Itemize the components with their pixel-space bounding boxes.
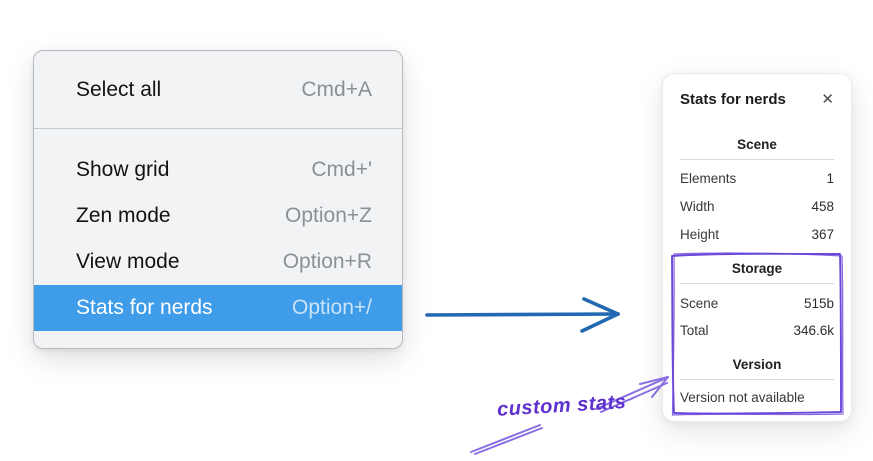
section-heading-storage: Storage [731,261,783,276]
stat-value: 346.6k [793,323,834,338]
menu-section: Show grid Cmd+' Zen mode Option+Z View m… [34,129,402,331]
menu-item-label: Select all [76,77,162,101]
stat-label: Width [680,198,715,214]
scene-rows: Elements 1 Width 458 Height 367 [680,164,834,248]
stat-label: Total [680,323,709,338]
stat-value: 515b [803,296,834,311]
stat-label: Height [680,226,720,242]
annotation-label: custom stats [496,391,627,421]
stat-row-total-size: Total 346.6k [680,317,834,344]
menu-item-shortcut: Option+Z [285,204,372,227]
menu-item-select-all[interactable]: Select all Cmd+A [34,51,402,128]
arrow-right-icon [425,297,620,333]
section-heading-version: Version [732,357,782,372]
stat-row-height: Height 367 [680,220,834,248]
stats-panel-header: Stats for nerds ✕ [680,88,834,110]
menu-item-label: Zen mode [76,204,171,227]
menu-item-label: View mode [76,250,180,273]
stat-value: 458 [811,198,834,214]
stat-label: Elements [680,170,737,186]
stats-panel: Stats for nerds ✕ Scene Elements 1 Width… [662,73,852,422]
stat-value: 367 [811,226,834,242]
stat-value: 1 [826,170,834,186]
menu-item-label: Stats for nerds [76,296,213,319]
stat-label: Scene [680,296,719,311]
menu-item-show-grid[interactable]: Show grid Cmd+' [34,147,402,193]
stat-row-width: Width 458 [680,192,834,220]
menu-item-shortcut: Option+R [282,250,372,273]
menu-item-zen-mode[interactable]: Zen mode Option+Z [34,193,402,239]
menu-item-shortcut: Cmd+A [301,77,372,101]
menu-item-stats-for-nerds[interactable]: Stats for nerds Option+/ [34,285,402,331]
menu-item-shortcut: Cmd+' [311,158,372,181]
menu-item-shortcut: Option+/ [292,296,372,319]
version-note: Version not available [680,390,805,405]
section-divider [680,283,834,284]
menu-item-view-mode[interactable]: View mode Option+R [34,239,402,285]
stat-row-scene-size: Scene 515b [680,290,834,317]
menu-divider [34,128,402,129]
section-divider [680,159,834,160]
stats-panel-title: Stats for nerds [680,90,786,108]
close-icon[interactable]: ✕ [821,90,834,108]
stat-row-elements: Elements 1 [680,164,834,192]
menu-item-label: Show grid [76,158,170,181]
storage-rows: Scene 515b Total 346.6k [680,290,834,344]
context-menu: Select all Cmd+A Show grid Cmd+' Zen mod… [33,50,403,349]
section-heading-scene: Scene [737,137,777,152]
section-divider [680,379,834,380]
